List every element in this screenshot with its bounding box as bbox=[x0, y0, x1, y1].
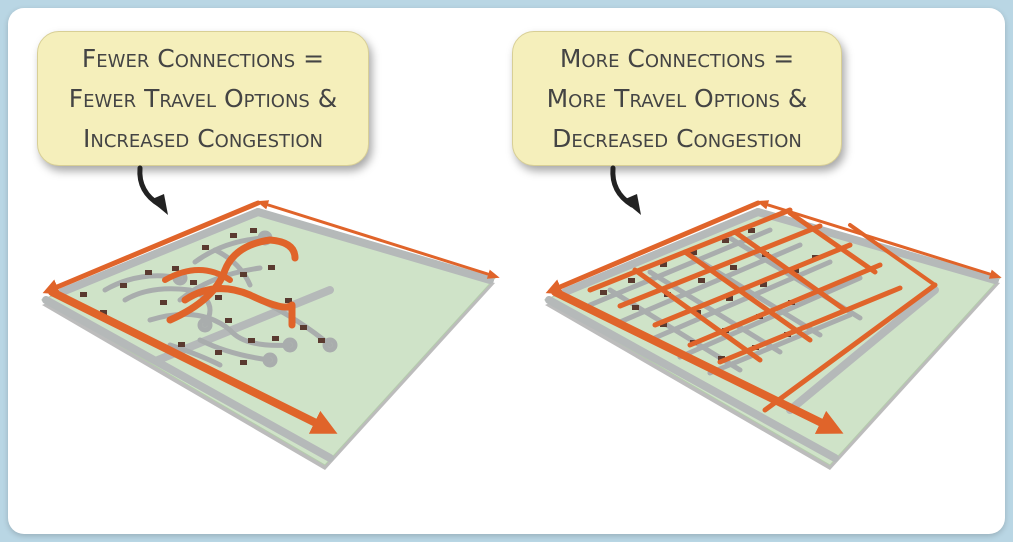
travel-routes bbox=[42, 200, 500, 434]
arrow-head-icon bbox=[150, 194, 168, 215]
houses bbox=[80, 228, 325, 365]
callout-line-1: Fewer Connections = bbox=[81, 44, 325, 73]
callout-pointer-arrows bbox=[137, 165, 641, 215]
fewer-connections-map bbox=[40, 200, 500, 470]
callout-line-2: More Travel Options & bbox=[546, 84, 808, 113]
fewer-connections-callout: Fewer Connections = Fewer Travel Options… bbox=[37, 31, 369, 166]
more-connections-map bbox=[543, 200, 1002, 470]
travel-routes bbox=[545, 200, 1002, 434]
callout-line-3: Increased Congestion bbox=[83, 124, 323, 153]
arrow-head-icon bbox=[623, 194, 641, 215]
more-connections-callout: More Connections = More Travel Options &… bbox=[512, 31, 842, 166]
callout-line-2: Fewer Travel Options & bbox=[68, 84, 338, 113]
callout-line-1: More Connections = bbox=[559, 44, 795, 73]
callout-line-3: Decreased Congestion bbox=[552, 124, 802, 153]
